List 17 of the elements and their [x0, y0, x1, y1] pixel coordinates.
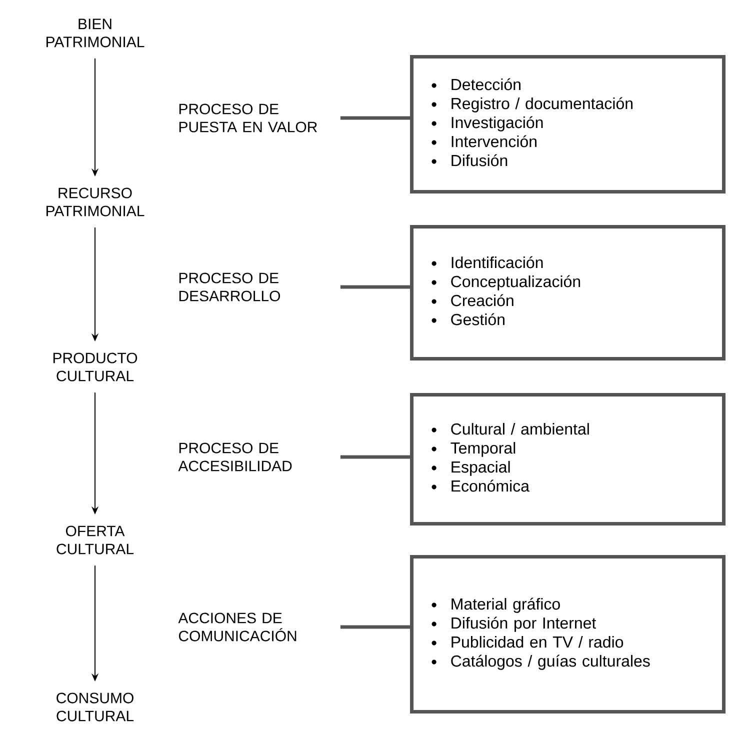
process-label: ACCIONES DE COMUNICACIÓN — [178, 612, 296, 642]
process-label: PROCESO DE PUESTA EN VALOR — [179, 104, 317, 132]
list-box: Material gráfico Difusión por Internet Publicidad en TV / radio Catálogos / guías culturales — [410, 555, 726, 714]
list-box: Identificación Conceptualización Creación Gestión — [410, 225, 726, 360]
process-label: PROCESO DE DESARROLLO — [179, 272, 280, 302]
stage-label: CONSUMO CULTURAL — [56, 692, 134, 722]
list-box: Detección Registro / documentación Investigación Intervención Difusión — [410, 55, 726, 194]
stage-label: BIEN PATRIMONIAL — [46, 18, 144, 48]
stage-label: RECURSO PATRIMONIAL — [46, 188, 144, 216]
stage-label: OFERTA CULTURAL — [56, 526, 134, 554]
stage-label: PRODUCTO CULTURAL — [53, 352, 138, 382]
list-box: Cultural / ambiental Temporal Espacial Económica — [410, 393, 726, 526]
process-label: PROCESO DE ACCESIBILIDAD — [178, 442, 292, 472]
connector-line — [340, 285, 410, 289]
connector-line — [340, 116, 410, 120]
connector-line — [340, 455, 410, 459]
connector-line — [340, 625, 410, 629]
